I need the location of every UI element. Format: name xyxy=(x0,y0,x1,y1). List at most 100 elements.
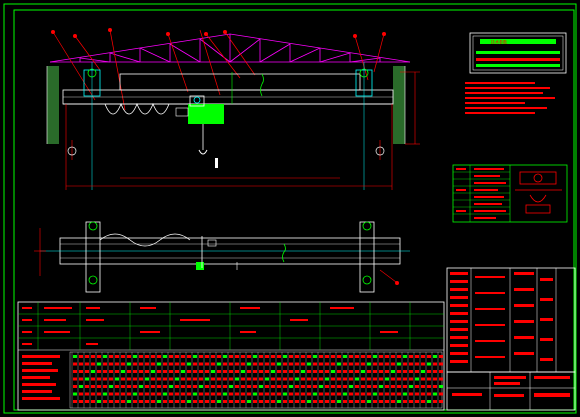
table-cell-text xyxy=(109,400,113,403)
table-cell-text xyxy=(217,400,221,403)
table-cell-text xyxy=(283,370,287,373)
table-cell-text xyxy=(283,385,287,388)
plan-view xyxy=(34,221,410,293)
table-cell-text xyxy=(259,362,263,366)
table-cell-text xyxy=(325,362,329,366)
table-cell-text xyxy=(313,400,317,403)
table-cell-text xyxy=(307,355,311,358)
table-cell-text xyxy=(415,400,419,403)
table-cell-text xyxy=(97,377,101,381)
table-cell-text xyxy=(187,377,191,381)
plan-end-carriage-left xyxy=(85,221,101,293)
table-cell-text xyxy=(331,385,335,388)
table-cell-text xyxy=(175,377,179,381)
plan-end-carriage-right xyxy=(359,221,375,293)
table-cell-text xyxy=(247,392,251,396)
table-cell-text xyxy=(259,355,263,358)
table-cell-text xyxy=(253,400,257,403)
table-cell-text xyxy=(241,370,245,373)
table-cell-text xyxy=(133,392,137,396)
table-cell-text xyxy=(103,400,107,403)
table-cell-text xyxy=(97,385,101,388)
table-cell-text xyxy=(433,355,437,358)
table-cell-text xyxy=(373,377,377,381)
table-cell-text xyxy=(205,362,209,366)
table-cell-text xyxy=(109,385,113,388)
table-cell-text xyxy=(109,362,113,366)
table-cell-text xyxy=(85,370,89,373)
table-cell-text xyxy=(361,355,365,358)
table-cell-text xyxy=(115,400,119,403)
table-cell-text xyxy=(73,400,77,403)
table-cell-text xyxy=(133,355,137,358)
table-cell-text xyxy=(187,355,191,358)
table-cell-text xyxy=(109,392,113,396)
table-cell-text xyxy=(211,385,215,388)
table-cell-text xyxy=(187,385,191,388)
table-cell-text xyxy=(343,355,347,358)
table-cell-text xyxy=(241,355,245,358)
table-cell-text xyxy=(361,392,365,396)
table-cell-text xyxy=(283,377,287,381)
table-cell-text xyxy=(127,377,131,381)
table-cell-text xyxy=(349,400,353,403)
table-cell-text xyxy=(199,385,203,388)
table-cell-text xyxy=(115,385,119,388)
table-cell-text xyxy=(85,355,89,358)
table-cell-text xyxy=(127,385,131,388)
table-cell-text xyxy=(433,400,437,403)
table-cell-text xyxy=(301,385,305,388)
table-cell-text xyxy=(331,370,335,373)
table-cell-text xyxy=(79,362,83,366)
table-cell-text xyxy=(163,385,167,388)
table-cell-text xyxy=(313,362,317,366)
table-cell-text xyxy=(367,370,371,373)
table-cell-text xyxy=(223,385,227,388)
table-cell-text xyxy=(139,377,143,381)
table-cell-text xyxy=(217,370,221,373)
table-cell-text xyxy=(331,377,335,381)
table-cell-text xyxy=(235,400,239,403)
table-cell-text xyxy=(343,362,347,366)
table-cell-text xyxy=(217,355,221,358)
table-cell-text xyxy=(337,355,341,358)
table-cell-text xyxy=(175,400,179,403)
table-cell-text xyxy=(139,392,143,396)
table-cell-text xyxy=(397,400,401,403)
table-cell-text xyxy=(367,355,371,358)
table-cell-text xyxy=(157,370,161,373)
table-cell-text xyxy=(211,370,215,373)
table-cell-text xyxy=(223,392,227,396)
table-cell-text xyxy=(409,392,413,396)
table-cell-text xyxy=(337,362,341,366)
table-cell-text xyxy=(187,362,191,366)
table-cell-text xyxy=(379,355,383,358)
table-cell-text xyxy=(271,355,275,358)
table-cell-text xyxy=(433,377,437,381)
table-cell-text xyxy=(409,385,413,388)
parts-rows xyxy=(22,351,443,409)
table-cell-text xyxy=(283,355,287,358)
table-cell-text xyxy=(319,392,323,396)
table-cell-text xyxy=(217,377,221,381)
table-cell-text xyxy=(109,377,113,381)
table-cell-text xyxy=(379,400,383,403)
table-cell-text xyxy=(73,377,77,381)
table-cell-text xyxy=(415,377,419,381)
table-cell-text xyxy=(181,362,185,366)
table-cell-text xyxy=(439,355,443,358)
parts-columns xyxy=(71,352,443,408)
table-cell-text xyxy=(79,400,83,403)
table-cell-text xyxy=(433,392,437,396)
table-cell-text xyxy=(373,392,377,396)
table-cell-text xyxy=(103,362,107,366)
table-cell-text xyxy=(385,400,389,403)
table-cell-text xyxy=(151,370,155,373)
table-cell-text xyxy=(229,377,233,381)
table-cell-text xyxy=(421,362,425,366)
table-cell-text xyxy=(343,385,347,388)
table-cell-text xyxy=(409,355,413,358)
table-cell-text xyxy=(391,400,395,403)
table-cell-text xyxy=(367,362,371,366)
